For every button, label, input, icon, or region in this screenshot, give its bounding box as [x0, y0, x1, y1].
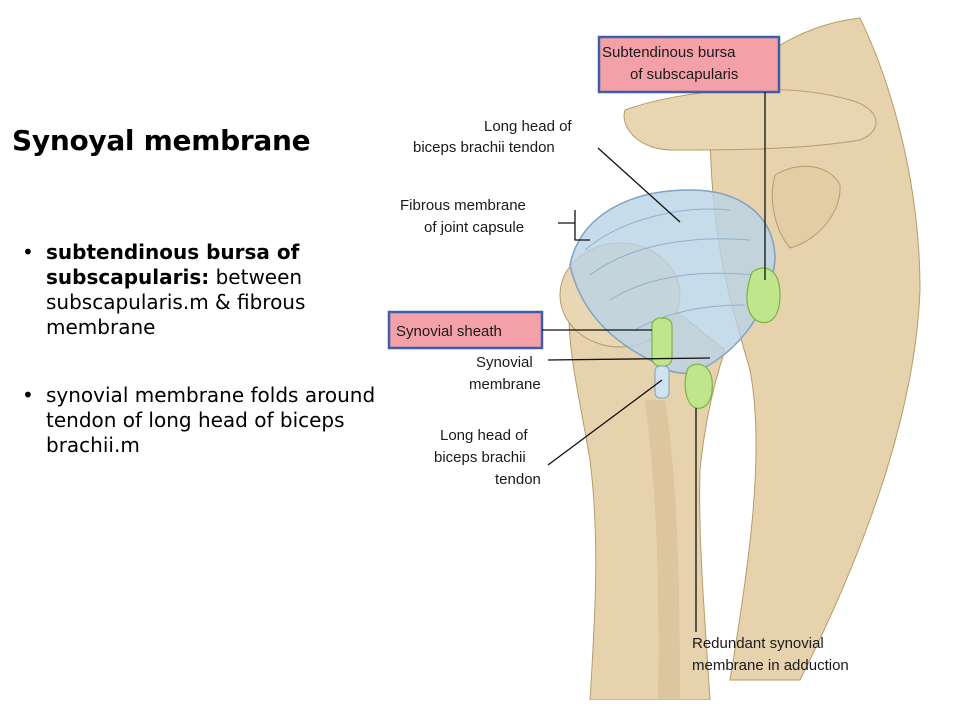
highlight-box-sheath: [387, 310, 544, 350]
coracoid-bone: [771, 165, 841, 249]
bullet-item-synovial-fold: synovial membrane folds around tendon of…: [22, 383, 382, 458]
label-redundant: Redundant synovial: [692, 635, 824, 652]
highlight-box-bursa: [597, 35, 781, 94]
leader-fibrous: [558, 210, 590, 241]
slide-title: Synoyal membrane: [12, 124, 311, 157]
label-synovial-sheath: Synovial sheath: [396, 323, 502, 340]
leader-lhb-top: [597, 147, 681, 223]
label-fibrous: of joint capsule: [424, 219, 524, 236]
biceps-tendon: [654, 365, 670, 399]
label-fibrous: Fibrous membrane: [400, 197, 526, 214]
label-lhb-bottom: tendon: [495, 471, 541, 488]
bullet-item-bursa: subtendinous bursa of subscapularis: bet…: [22, 240, 382, 340]
label-redundant: membrane in adduction: [692, 657, 849, 674]
label-lhb-bottom: biceps brachii: [434, 449, 526, 466]
leader-lhb-bottom: [547, 379, 663, 466]
label-synovial-membrane: Synovial: [476, 354, 533, 371]
bullet-text: between subscapularis.m & fibrous membra…: [46, 265, 306, 339]
label-lhb-bottom: Long head of: [440, 427, 528, 444]
label-bursa: of subscapularis: [630, 66, 738, 83]
subtendinous-bursa: [746, 267, 781, 324]
bullet-bold-term: subtendinous bursa of subscapularis:: [46, 240, 300, 289]
acromion-bone: [623, 88, 877, 151]
label-synovial-membrane: membrane: [469, 376, 541, 393]
capsule-fibers: [584, 208, 756, 331]
label-bursa: Subtendinous bursa: [602, 44, 736, 61]
label-lhb-top: biceps brachii tendon: [413, 139, 555, 156]
scapula-bone: [709, 17, 921, 681]
humerus-shading: [645, 400, 680, 700]
redundant-synovial-fold: [684, 363, 713, 409]
shoulder-joint-illustration: Subtendinous bursa of subscapularis Long…: [387, 17, 921, 700]
bullet-list: subtendinous bursa of subscapularis: bet…: [22, 240, 382, 501]
bullet-text: synovial membrane folds around tendon of…: [46, 383, 376, 457]
leader-synovial: [547, 357, 711, 361]
label-lhb-top: Long head of: [484, 118, 572, 135]
